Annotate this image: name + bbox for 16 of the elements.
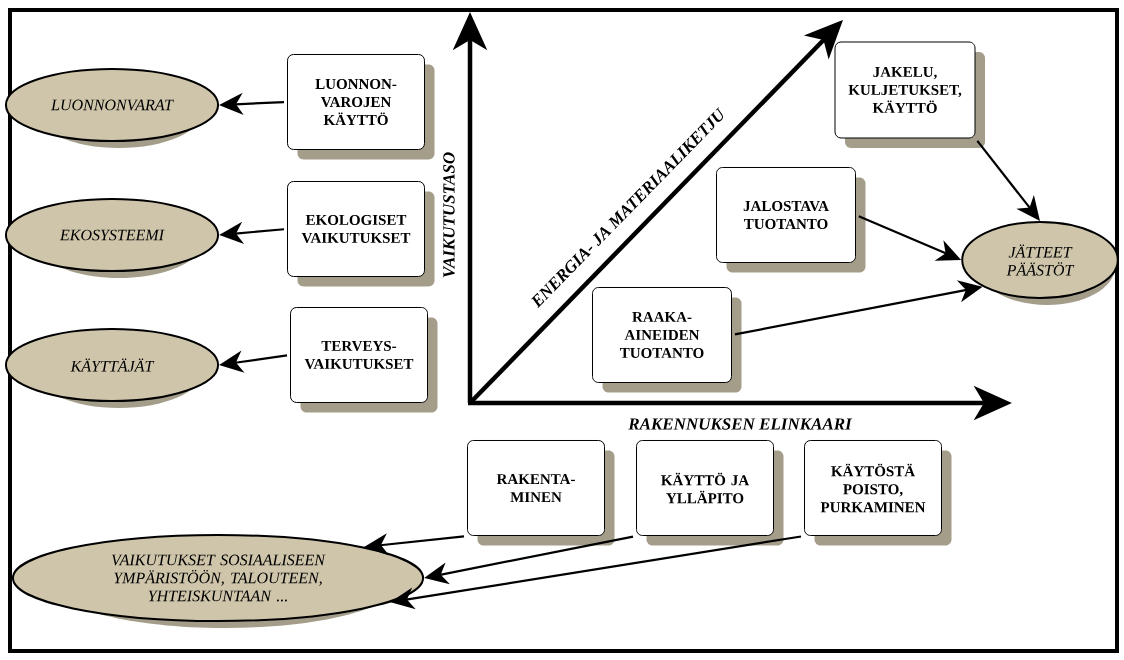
process-box: RAAKA- AINEIDEN TUOTANTO: [592, 287, 742, 393]
process-box: EKOLOGISET VAIKUTUKSET: [287, 181, 435, 287]
ellipse-node: LUONNONVARAT: [4, 68, 220, 148]
ellipse-node: JÄTTEET PÄÄSTÖT: [961, 221, 1119, 305]
axis-label: VAIKUTUSTASO: [443, 152, 455, 278]
process-box: LUONNON- VAROJEN KÄYTTÖ: [287, 54, 435, 160]
process-box: RAKENTA- MINEN: [467, 440, 615, 546]
ellipse-node: KÄYTTÄJÄT: [4, 328, 220, 408]
process-box: JALOSTAVA TUOTANTO: [716, 167, 866, 273]
axis-label: RAKENNUKSEN ELINKAARI: [628, 418, 853, 430]
process-box: TERVEYS- VAIKUTUKSET: [290, 307, 438, 413]
process-box: JAKELU, KULJETUKSET, KÄYTTÖ: [834, 41, 985, 148]
process-box: KÄYTÖSTÄ POISTO, PURKAMINEN: [804, 440, 952, 546]
ellipse-node: VAIKUTUKSET SOSIAALISEEN YMPÄRISTÖÖN, TALOUTEEN, YHTEISKUNTAAN ...: [11, 534, 425, 628]
process-box: KÄYTTÖ JA YLLÄPITO: [636, 440, 784, 546]
ellipse-node: EKOSYSTEEMI: [4, 198, 220, 278]
